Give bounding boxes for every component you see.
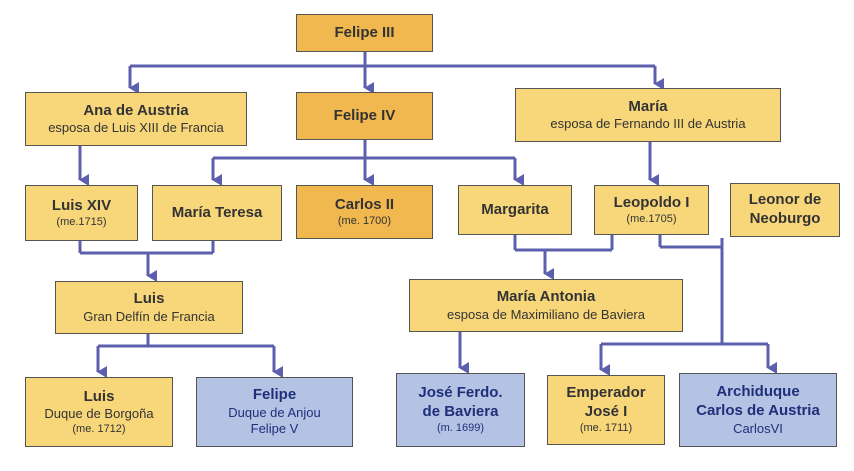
node-leopoldo-i: Leopoldo I (me.1705): [594, 185, 709, 235]
node-name-line1: Leonor de: [748, 191, 822, 209]
node-desc: esposa de Fernando III de Austria: [550, 116, 746, 132]
node-felipe-iii: Felipe III: [296, 14, 433, 52]
node-name-line2: Neoburgo: [749, 210, 821, 227]
node-jose-ferdo-de-baviera: José Ferdo. de Baviera (m. 1699): [396, 373, 525, 447]
node-desc: esposa de Luis XIII de Francia: [48, 120, 224, 136]
node-maria-teresa: María Teresa: [152, 185, 282, 241]
node-ana-de-austria: Ana de Austria esposa de Luis XIII de Fr…: [25, 92, 247, 146]
node-maria-antonia: María Antonia esposa de Maximiliano de B…: [409, 279, 683, 332]
node-leonor-de-neoburgo: Leonor de Neoburgo: [730, 183, 840, 237]
node-name: Luis XIV: [51, 196, 112, 214]
node-maria: María esposa de Fernando III de Austria: [515, 88, 781, 142]
node-luis-xiv: Luis XIV (me.1715): [25, 185, 138, 241]
node-name: Felipe: [252, 386, 297, 404]
node-desc: CarlosVI: [733, 420, 783, 436]
node-desc-2: Felipe V: [250, 421, 299, 437]
node-name-line1: Emperador: [566, 384, 646, 402]
node-emperador-jose-i: Emperador José I (me. 1711): [547, 375, 665, 445]
node-name: Margarita: [481, 200, 549, 218]
node-desc: Duque de Borgoña: [44, 406, 154, 422]
node-name-line2: Carlos de Austria: [696, 401, 820, 419]
node-date: (me. 1711): [579, 421, 633, 434]
node-name: María: [628, 97, 668, 115]
node-felipe-duque-anjou: Felipe Duque de Anjou Felipe V: [196, 377, 353, 447]
node-luis-duque-borgona: Luis Duque de Borgoña (me. 1712): [25, 377, 173, 447]
node-name-line1: Archiduque: [716, 383, 800, 401]
node-desc: esposa de Maximiliano de Baviera: [447, 306, 645, 322]
node-carlos-ii: Carlos II (me. 1700): [296, 185, 433, 239]
node-name: Felipe IV: [333, 106, 396, 124]
node-archiduque-carlos-de-austria: Archiduque Carlos de Austria CarlosVI: [679, 373, 837, 447]
node-date: (me.1715): [56, 215, 107, 228]
node-name-line2: de Baviera: [422, 403, 499, 421]
node-name: Luis: [133, 290, 165, 307]
node-name-line2: José I: [584, 403, 628, 421]
node-date: (me.1705): [626, 212, 677, 225]
node-name: María Teresa: [171, 203, 263, 221]
node-luis-gran-delfin: Luis Gran Delfín de Francia: [55, 281, 243, 334]
node-margarita: Margarita: [458, 185, 572, 235]
node-felipe-iv: Felipe IV: [296, 92, 433, 140]
node-name: Ana de Austria: [83, 101, 189, 119]
node-name: Felipe III: [334, 23, 395, 41]
node-date: (m. 1699): [436, 421, 485, 434]
node-name-line1: José Ferdo.: [418, 384, 503, 402]
node-date: (me. 1712): [72, 422, 126, 435]
node-date: (me. 1700): [337, 214, 392, 227]
node-name: Leopoldo I: [613, 193, 690, 211]
node-desc-1: Duque de Anjou: [228, 405, 321, 421]
node-name: Carlos II: [334, 195, 395, 213]
node-name: María Antonia: [496, 288, 596, 305]
node-desc: Gran Delfín de Francia: [83, 308, 215, 324]
node-name: Luis: [83, 387, 115, 405]
